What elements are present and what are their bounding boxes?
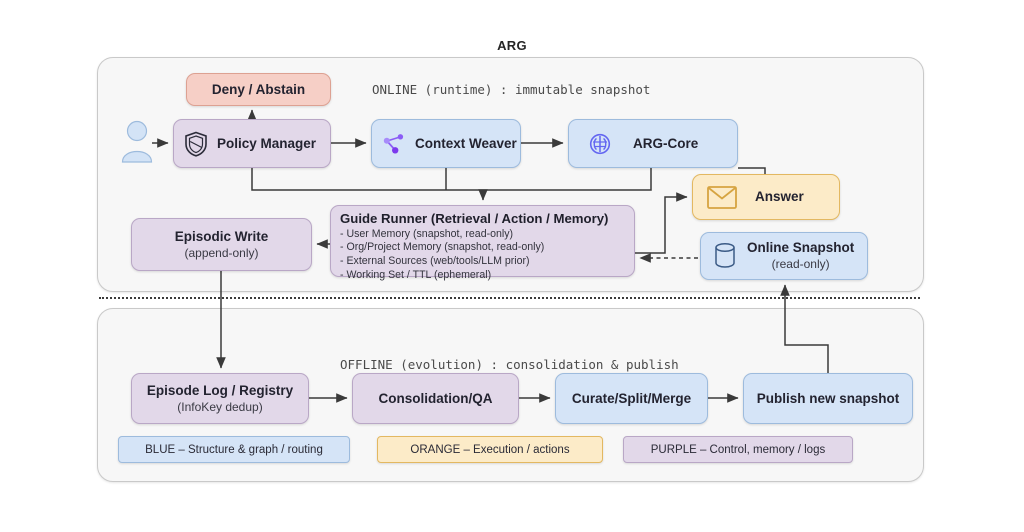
online-offline-divider [99, 297, 920, 299]
node-deny-abstain-label: Deny / Abstain [211, 81, 306, 97]
user-icon [120, 118, 154, 164]
node-guide-runner[interactable]: Guide Runner (Retrieval / Action / Memor… [330, 205, 635, 281]
node-context-weaver-label: Context Weaver [415, 135, 517, 151]
node-episodic-write-sub: (append-only) [184, 245, 259, 260]
node-online-snapshot-text: Online Snapshot (read-only) [747, 240, 854, 271]
shield-icon [184, 131, 208, 157]
node-online-snapshot-label: Online Snapshot [747, 240, 855, 256]
legend-item-blue-label: BLUE – Structure & graph / routing [145, 443, 323, 456]
offline-phase-label: OFFLINE (evolution) : consolidation & pu… [340, 357, 679, 372]
brain-icon [589, 133, 611, 155]
node-episodic-write-text: Episodic Write (append-only) [175, 229, 269, 260]
node-context-weaver[interactable]: Context Weaver [371, 119, 521, 168]
node-guide-runner-list: - User Memory (snapshot, read-only) - Or… [340, 228, 626, 283]
node-episode-log-label: Episode Log / Registry [146, 382, 294, 398]
legend-item-purple-label: PURPLE – Control, memory / logs [650, 443, 826, 456]
node-policy-manager-label: Policy Manager [217, 135, 317, 151]
node-consolidation-qa-label: Consolidation/QA [378, 390, 493, 406]
node-episode-log[interactable]: Episode Log / Registry (InfoKey dedup) [131, 373, 309, 424]
node-curate-split-merge[interactable]: Curate/Split/Merge [555, 373, 708, 424]
node-deny-abstain[interactable]: Deny / Abstain [186, 73, 331, 106]
node-curate-split-merge-label: Curate/Split/Merge [571, 390, 692, 406]
list-item: - External Sources (web/tools/LLM prior) [340, 255, 530, 268]
node-graph-icon [382, 132, 406, 156]
envelope-icon [707, 185, 737, 209]
page-title: ARG [497, 38, 527, 53]
node-policy-manager[interactable]: Policy Manager [173, 119, 331, 168]
online-phase-label: ONLINE (runtime) : immutable snapshot [372, 82, 651, 97]
list-item: - User Memory (snapshot, read-only) [340, 227, 514, 240]
node-publish-new-snapshot-label: Publish new snapshot [756, 390, 900, 406]
legend-item-orange: ORANGE – Execution / actions [377, 436, 603, 463]
node-online-snapshot-sub: (read-only) [771, 257, 830, 272]
list-item: - Working Set / TTL (ephemeral) [340, 268, 492, 281]
legend-item-blue: BLUE – Structure & graph / routing [118, 436, 350, 463]
node-arg-core[interactable]: ARG-Core [568, 119, 738, 168]
node-episode-log-sub: (InfoKey dedup) [177, 399, 263, 414]
database-icon [713, 242, 737, 270]
node-consolidation-qa[interactable]: Consolidation/QA [352, 373, 519, 424]
legend-item-purple: PURPLE – Control, memory / logs [623, 436, 853, 463]
node-guide-runner-title: Guide Runner (Retrieval / Action / Memor… [340, 211, 609, 226]
node-episode-log-text: Episode Log / Registry (InfoKey dedup) [147, 383, 293, 414]
node-publish-new-snapshot[interactable]: Publish new snapshot [743, 373, 913, 424]
list-item: - Org/Project Memory (snapshot, read-onl… [340, 241, 545, 254]
legend-item-orange-label: ORANGE – Execution / actions [410, 443, 570, 456]
node-arg-core-label: ARG-Core [633, 135, 699, 151]
node-episodic-write-label: Episodic Write [174, 228, 269, 244]
node-answer[interactable]: Answer [692, 174, 840, 220]
node-online-snapshot[interactable]: Online Snapshot (read-only) [700, 232, 868, 280]
node-answer-label: Answer [755, 189, 804, 205]
node-episodic-write[interactable]: Episodic Write (append-only) [131, 218, 312, 271]
